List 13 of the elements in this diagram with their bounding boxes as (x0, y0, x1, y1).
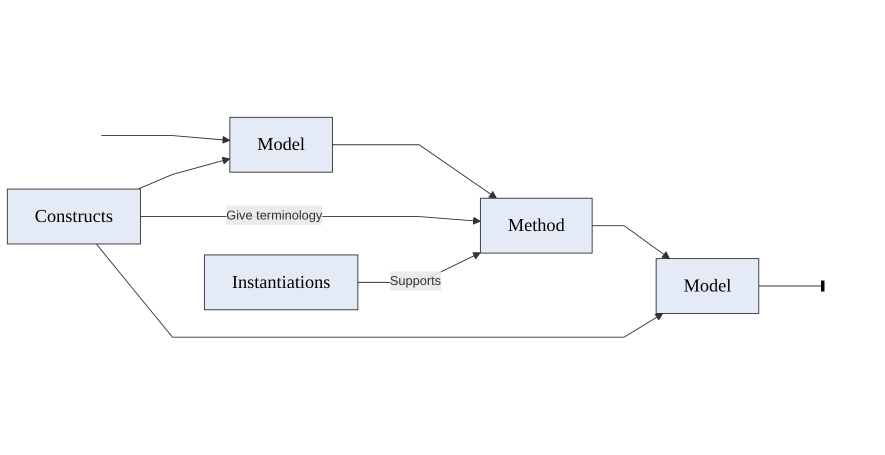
edge-label: Supports (390, 273, 442, 288)
node-box: Model (656, 258, 760, 314)
arrow (592, 225, 670, 260)
connector (758, 280, 825, 292)
node-box: Model (229, 117, 333, 173)
arrow (100, 135, 230, 144)
arrow (332, 144, 497, 199)
arrow (96, 244, 664, 338)
node-box: Constructs (6, 188, 141, 245)
node-box: Method (480, 198, 593, 254)
edge-label: Give terminology (226, 208, 322, 222)
arrow (138, 157, 230, 190)
node-box: Instantiations (204, 254, 358, 310)
